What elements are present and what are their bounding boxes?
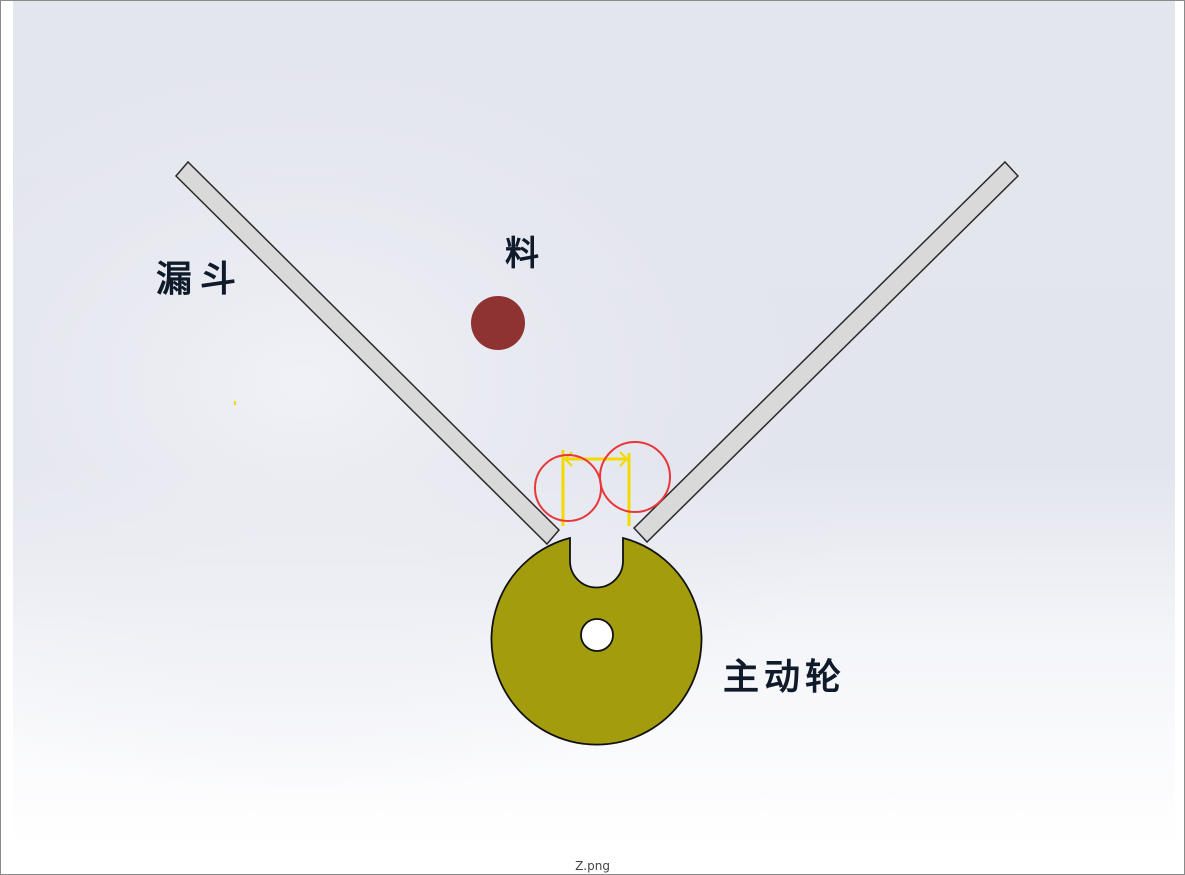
image-caption: Z.png (575, 859, 610, 873)
wheel-axle-hole (580, 618, 614, 652)
material-label: 料 (505, 234, 539, 274)
material-ball (471, 296, 525, 350)
hopper-left-plate (174, 160, 561, 546)
red-circle-right (599, 441, 671, 513)
hopper-label: 漏斗 (156, 259, 244, 300)
diagram-svg: 漏斗 料 主动轮 (13, 1, 1175, 847)
drive-wheel-label: 主动轮 (723, 657, 846, 698)
yellow-speck (234, 401, 236, 405)
hopper-right-plate (632, 160, 1020, 544)
dimension-bracket (561, 450, 631, 526)
diagram-canvas: 漏斗 料 主动轮 (13, 1, 1175, 847)
